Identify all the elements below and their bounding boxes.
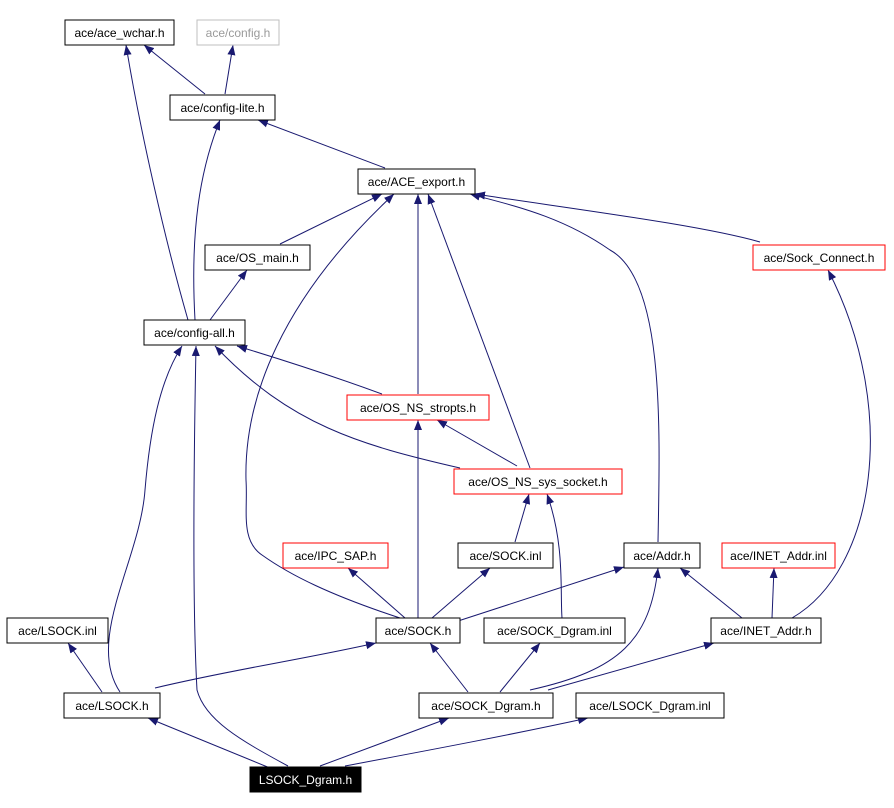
node-label: ace/config-lite.h bbox=[180, 101, 264, 115]
edge-config-all-to-os-main bbox=[209, 269, 248, 321]
node-label: ace/SOCK_Dgram.h bbox=[431, 699, 540, 713]
edge-ace-export-to-config-lite bbox=[257, 119, 386, 169]
edge-config-lite-to-config bbox=[224, 44, 236, 95]
node-label: ace/config.h bbox=[206, 26, 271, 40]
edge-inet-addr-to-sock-connect bbox=[791, 269, 871, 619]
node-label: ace/SOCK.h bbox=[385, 624, 452, 638]
edge-os-ns-sys-socket-to-ace-export bbox=[427, 193, 531, 469]
node-lsock-inl[interactable]: ace/LSOCK.inl bbox=[6, 617, 109, 644]
edge-sock-dgram-to-addr bbox=[529, 567, 661, 691]
node-config-lite[interactable]: ace/config-lite.h bbox=[169, 94, 276, 121]
node-ace-wchar[interactable]: ace/ace_wchar.h bbox=[64, 19, 175, 46]
node-sock-dgram-inl[interactable]: ace/SOCK_Dgram.inl bbox=[483, 617, 626, 644]
edge-root-to-lsock bbox=[147, 717, 271, 769]
edge-inet-addr-to-inet-addr-inl bbox=[769, 567, 778, 619]
edge-sock-to-ipc-sap bbox=[347, 567, 406, 619]
node-label: ace/ace_wchar.h bbox=[74, 26, 164, 40]
node-label: ace/OS_NS_sys_socket.h bbox=[468, 475, 607, 489]
node-label: ace/ACE_export.h bbox=[368, 175, 465, 189]
node-inet-addr[interactable]: ace/INET_Addr.h bbox=[710, 617, 822, 644]
node-label: ace/INET_Addr.inl bbox=[730, 549, 827, 563]
edge-os-ns-stropts-to-config-all bbox=[236, 345, 383, 395]
edge-os-main-to-ace-export bbox=[279, 193, 383, 245]
node-label: ace/IPC_SAP.h bbox=[295, 549, 377, 563]
node-label: ace/Sock_Connect.h bbox=[764, 251, 875, 265]
node-label: ace/LSOCK_Dgram.inl bbox=[589, 699, 710, 713]
node-sock-dgram[interactable]: ace/SOCK_Dgram.h bbox=[418, 692, 554, 719]
edge-lsock-to-config-all bbox=[107, 345, 183, 693]
edge-sock-dgram-to-sock bbox=[429, 642, 469, 693]
node-label: ace/LSOCK.inl bbox=[18, 624, 97, 638]
node-lsock[interactable]: ace/LSOCK.h bbox=[63, 692, 161, 719]
node-ipc-sap[interactable]: ace/IPC_SAP.h bbox=[282, 542, 389, 569]
edge-sock-connect-to-ace-export bbox=[474, 191, 761, 243]
node-config-all[interactable]: ace/config-all.h bbox=[143, 319, 246, 346]
edge-sock-inl-to-os-ns-sys-socket bbox=[514, 493, 531, 543]
edge-addr-to-ace-export bbox=[469, 192, 660, 543]
edge-layer bbox=[67, 44, 871, 769]
edge-root-to-sock-dgram bbox=[319, 717, 450, 767]
node-layer: ace/ace_wchar.h ace/config.h ace/config-… bbox=[6, 19, 886, 793]
node-sock[interactable]: ace/SOCK.h bbox=[375, 617, 461, 644]
edge-lsock-to-sock bbox=[154, 641, 377, 689]
edge-lsock-to-lsock-inl bbox=[67, 642, 103, 693]
node-config: ace/config.h bbox=[196, 19, 280, 46]
edge-sock-to-ace-export bbox=[245, 193, 401, 619]
node-os-main[interactable]: ace/OS_main.h bbox=[204, 244, 311, 271]
node-label: ace/OS_main.h bbox=[216, 251, 299, 265]
node-lsock-dgram-inl[interactable]: ace/LSOCK_Dgram.inl bbox=[575, 692, 725, 719]
edge-sock-to-sock-inl bbox=[431, 567, 491, 619]
edge-root-to-lsock-dgram-inl bbox=[344, 716, 589, 767]
node-ace-export[interactable]: ace/ACE_export.h bbox=[357, 168, 476, 195]
edge-config-all-to-ace-wchar bbox=[123, 44, 189, 321]
edge-config-all-to-config-lite bbox=[193, 119, 221, 321]
node-addr[interactable]: ace/Addr.h bbox=[623, 542, 701, 569]
node-label: LSOCK_Dgram.h bbox=[259, 773, 352, 787]
edge-sock-dgram-to-sock-dgram-inl bbox=[499, 642, 541, 693]
node-root-lsock-dgram: LSOCK_Dgram.h bbox=[249, 766, 362, 793]
node-label: ace/config-all.h bbox=[154, 326, 235, 340]
edge-os-ns-sys-socket-to-config-all bbox=[214, 345, 461, 469]
node-label: ace/Addr.h bbox=[633, 549, 690, 563]
node-inet-addr-inl[interactable]: ace/INET_Addr.inl bbox=[721, 542, 836, 569]
node-label: ace/SOCK_Dgram.inl bbox=[497, 624, 612, 638]
edge-root-to-config-all bbox=[191, 345, 289, 767]
edge-sock-dgram-to-inet-addr bbox=[547, 641, 715, 691]
node-os-ns-sys-socket[interactable]: ace/OS_NS_sys_socket.h bbox=[453, 468, 623, 495]
edge-os-ns-sys-socket-to-os-ns-stropts bbox=[436, 419, 518, 467]
node-label: ace/INET_Addr.h bbox=[720, 624, 811, 638]
edge-inet-addr-to-addr bbox=[679, 567, 743, 619]
node-label: ace/SOCK.inl bbox=[469, 549, 541, 563]
edge-sock-dgram-inl-to-os-ns-sys-socket bbox=[546, 493, 563, 619]
node-label: ace/LSOCK.h bbox=[75, 699, 148, 713]
node-label: ace/OS_NS_stropts.h bbox=[360, 401, 476, 415]
edge-sock-to-addr bbox=[454, 566, 625, 623]
node-sock-connect[interactable]: ace/Sock_Connect.h bbox=[752, 244, 886, 271]
node-sock-inl[interactable]: ace/SOCK.inl bbox=[457, 542, 554, 569]
node-os-ns-stropts[interactable]: ace/OS_NS_stropts.h bbox=[346, 394, 490, 421]
edge-config-lite-to-ace-wchar bbox=[143, 44, 206, 95]
